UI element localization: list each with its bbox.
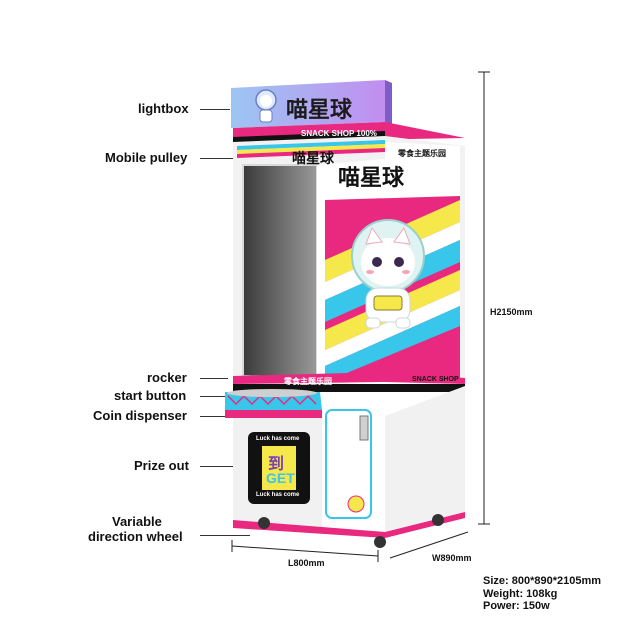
wheel-leader [200, 535, 250, 536]
mobile-pulley-leader [200, 158, 236, 159]
start-button-leader [200, 396, 226, 397]
luck-bottom-text: Luck has come [256, 492, 300, 498]
side-theme-text: 零食主题乐园 [398, 149, 446, 158]
lightbox-cat-icon [255, 89, 277, 123]
lightbox-sign [231, 80, 392, 128]
control-panel [225, 389, 322, 418]
side-header [385, 142, 460, 168]
snack-shop-100-text: SNACK SHOP 100% [301, 129, 377, 138]
width-dimension-label: W890mm [432, 553, 472, 563]
cat-badge-icon [347, 495, 365, 513]
wheel-label-line1: Variable [112, 514, 162, 529]
start-button-label: start button [114, 388, 187, 403]
lightbox-brand-text: 喵星球 [286, 98, 353, 123]
stripe-band [237, 140, 385, 158]
prize-out-label: Prize out [134, 458, 189, 473]
lightbox-leader [200, 109, 230, 110]
spec-weight: Weight: 108kg [483, 588, 558, 600]
rocker-leader [200, 378, 228, 379]
get-text: GET [266, 470, 295, 486]
luck-top-text: Luck has come [256, 436, 300, 442]
front-brand-text: 喵星球 [292, 151, 334, 167]
glass-window-left [243, 165, 317, 378]
prize-out-door [248, 432, 310, 504]
length-dimension-label: L800mm [288, 558, 325, 568]
lightbox-label: lightbox [138, 101, 189, 116]
wheel-label-line2: direction wheel [88, 529, 183, 544]
band-theme-text: 零食主题乐园 [284, 377, 332, 386]
coin-dispenser-leader [200, 416, 226, 417]
side-panel-graphic [317, 159, 460, 386]
coin-dispenser-label: Coin dispenser [93, 408, 187, 423]
get-cn-text: 到 [268, 454, 285, 473]
height-dimension-label: H2150mm [490, 307, 533, 317]
side-brand-text: 喵星球 [338, 166, 405, 191]
mobile-pulley-label: Mobile pulley [105, 150, 188, 165]
band-snack-shop-text: SNACK SHOP [412, 376, 459, 383]
spec-size: Size: 800*890*2105mm [483, 575, 602, 587]
width-dimension [389, 531, 469, 559]
rocker-label: rocker [147, 370, 187, 385]
length-dimension [231, 540, 379, 562]
height-dimension [478, 71, 490, 525]
astronaut-cat-mascot [351, 219, 425, 329]
spec-power: Power: 150w [483, 600, 550, 612]
caster-wheels [258, 514, 444, 548]
prize-out-leader [200, 466, 258, 467]
